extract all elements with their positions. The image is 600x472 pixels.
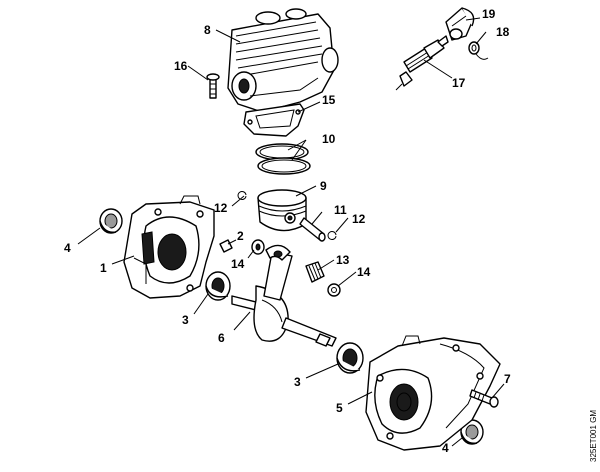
callout-10: 10 <box>322 132 336 146</box>
callout-12-left: 12 <box>214 201 228 215</box>
callout-3-upper: 3 <box>182 313 189 327</box>
cylinder <box>227 8 339 113</box>
crankcase-screw <box>469 389 499 408</box>
dowel-pin <box>219 239 233 253</box>
thrust-washer-right <box>327 283 341 297</box>
callout-16: 16 <box>174 59 188 73</box>
drawing-code: 325ET001 GM <box>589 410 598 462</box>
ball-bearing-upper <box>205 271 231 301</box>
callout-1: 1 <box>100 261 107 275</box>
piston-pin <box>299 217 326 242</box>
piston <box>257 189 307 232</box>
callout-14-right: 14 <box>357 265 371 279</box>
callout-6: 6 <box>218 331 225 345</box>
cylinder-gasket <box>243 103 305 137</box>
piston-rings <box>255 143 311 175</box>
circlip-left <box>237 191 247 200</box>
callout-13: 13 <box>336 253 350 267</box>
cylinder-screw <box>206 73 220 99</box>
callout-7: 7 <box>504 372 511 386</box>
callout-17: 17 <box>452 76 466 90</box>
spark-plug <box>395 35 449 91</box>
callout-14-left: 14 <box>231 257 245 271</box>
callout-4-right: 4 <box>442 441 449 455</box>
oil-seal-left <box>99 208 123 234</box>
ball-bearing-lower <box>336 342 364 374</box>
callout-4-left: 4 <box>64 241 71 255</box>
needle-cage <box>305 261 325 283</box>
callout-11: 11 <box>334 203 347 217</box>
callout-19: 19 <box>482 7 496 21</box>
circlip-right <box>327 231 337 240</box>
callout-labels: 8 16 15 10 9 11 12 12 2 14 13 14 1 4 3 6… <box>64 7 511 455</box>
callout-15: 15 <box>322 93 336 107</box>
crankcase-left-half <box>123 195 215 299</box>
oil-seal-right <box>460 419 484 445</box>
leg-spring <box>468 41 489 60</box>
callout-5: 5 <box>336 401 343 415</box>
callout-8: 8 <box>204 23 211 37</box>
callout-9: 9 <box>320 179 327 193</box>
spark-plug-boot <box>445 7 475 41</box>
callout-2: 2 <box>237 229 244 243</box>
callout-18: 18 <box>496 25 510 39</box>
crankshaft <box>231 244 337 347</box>
callout-3-lower: 3 <box>294 375 301 389</box>
thrust-washer-left <box>251 239 265 255</box>
crankcase-right-half <box>365 335 501 451</box>
leader-lines <box>77 17 505 447</box>
callout-12-right: 12 <box>352 212 366 226</box>
